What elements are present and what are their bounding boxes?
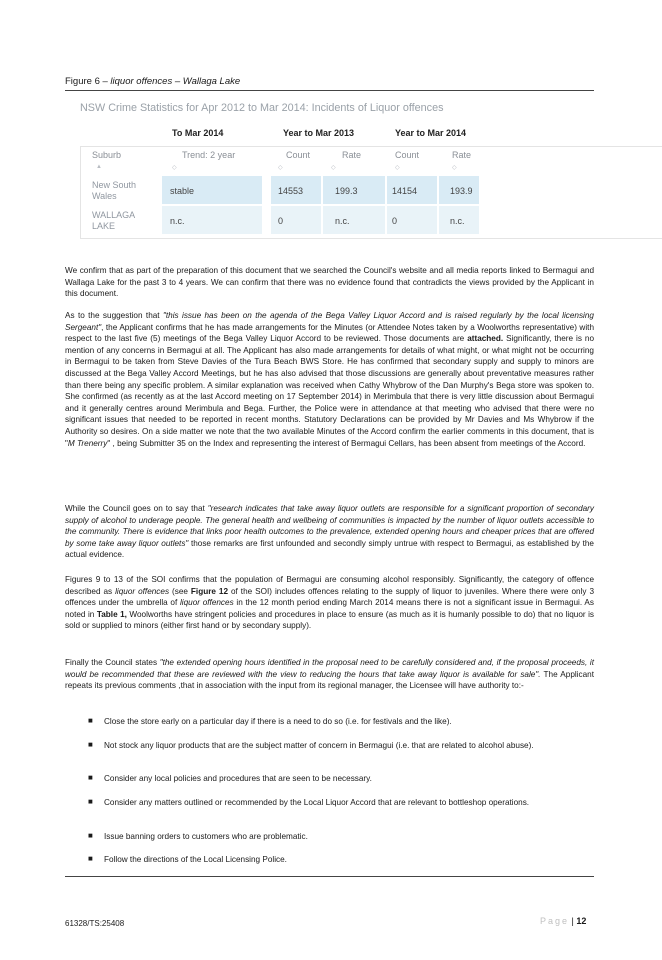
page-indicator: Page | 12 xyxy=(540,916,586,926)
cell-rate-2013: 199.3 xyxy=(335,186,358,196)
row-highlight xyxy=(387,206,437,234)
sort-arrow-icon[interactable]: ◇ xyxy=(172,165,177,171)
row-highlight xyxy=(323,176,385,204)
bullet-square-icon: ■ xyxy=(88,773,93,782)
cell-trend: stable xyxy=(170,186,195,196)
group-header-year-2013: Year to Mar 2013 xyxy=(283,128,355,138)
row-highlight xyxy=(271,176,321,204)
cell-count-2014: 0 xyxy=(392,216,398,226)
sub-header-suburb[interactable]: Suburb xyxy=(92,150,122,160)
bullet-square-icon: ■ xyxy=(88,854,93,863)
cell-rate-2013: n.c. xyxy=(335,216,350,226)
sort-arrow-icon[interactable]: ◇ xyxy=(278,165,283,171)
sort-arrow-icon[interactable]: ◇ xyxy=(452,165,457,171)
sort-arrow-icon[interactable]: ▲ xyxy=(96,164,102,170)
paragraph-council-research: While the Council goes on to say that "r… xyxy=(65,504,594,560)
list-item: Follow the directions of the Local Licen… xyxy=(104,855,287,864)
sub-header-count-2013[interactable]: Count xyxy=(286,150,311,160)
row-highlight xyxy=(271,206,321,234)
cell-trend: n.c. xyxy=(170,216,185,226)
cell-count-2014: 14154 xyxy=(392,186,418,196)
cell-suburb: WALLAGA LAKE xyxy=(92,210,135,231)
cell-suburb: New South Wales xyxy=(92,180,137,201)
sub-header-trend[interactable]: Trend: 2 year xyxy=(182,150,236,160)
sub-header-count-2014[interactable]: Count xyxy=(395,150,420,160)
embedded-table-title: NSW Crime Statistics for Apr 2012 to Mar… xyxy=(80,102,444,114)
cell-count-2013: 0 xyxy=(278,216,284,226)
page-word: Page xyxy=(540,916,570,926)
list-item: Issue banning orders to customers who ar… xyxy=(104,832,308,841)
sub-header-rate-2014[interactable]: Rate xyxy=(452,150,472,160)
bullet-square-icon: ■ xyxy=(88,831,93,840)
page-separator: | xyxy=(571,916,574,926)
row-highlight xyxy=(162,176,262,204)
figure-title-text: liquor offences – Wallaga Lake xyxy=(110,76,241,87)
row-highlight xyxy=(387,176,437,204)
sort-arrow-icon[interactable]: ◇ xyxy=(395,165,400,171)
bullet-square-icon: ■ xyxy=(88,740,93,749)
group-header-to-mar-2014: To Mar 2014 xyxy=(172,128,224,138)
row-highlight xyxy=(439,206,479,234)
row-highlight xyxy=(162,206,262,234)
list-item: Consider any local policies and procedur… xyxy=(104,774,372,783)
paragraph-extended-hours: Finally the Council states "the extended… xyxy=(65,658,594,691)
cell-rate-2014: 193.9 xyxy=(450,186,473,196)
page-number: 12 xyxy=(576,916,587,926)
cell-rate-2014: n.c. xyxy=(450,216,465,226)
caption-rule xyxy=(65,90,594,91)
list-item: Close the store early on a particular da… xyxy=(104,717,452,726)
figure-caption: Figure 6 – liquor offences – Wallaga Lak… xyxy=(65,76,240,87)
list-item: Consider any matters outlined or recomme… xyxy=(104,798,530,807)
bullet-square-icon: ■ xyxy=(88,716,93,725)
row-highlight xyxy=(323,206,385,234)
embedded-table-box xyxy=(80,146,662,239)
paragraph-search-confirmation: We confirm that as part of the preparati… xyxy=(65,266,594,299)
cell-count-2013: 14553 xyxy=(278,186,304,196)
group-header-year-2014: Year to Mar 2014 xyxy=(395,128,467,138)
paragraph-liquor-accord: As to the suggestion that "this issue ha… xyxy=(65,311,594,448)
list-item: Not stock any liquor products that are t… xyxy=(104,741,534,750)
bottom-rule xyxy=(65,876,594,877)
paragraph-soi-figures: Figures 9 to 13 of the SOI confirms that… xyxy=(65,575,594,631)
row-highlight xyxy=(439,176,479,204)
sub-header-rate-2013[interactable]: Rate xyxy=(342,150,362,160)
bullet-square-icon: ■ xyxy=(88,797,93,806)
figure-label: Figure 6 – xyxy=(65,76,111,87)
sort-arrow-icon[interactable]: ◇ xyxy=(331,165,336,171)
document-reference: 61328/TS:25408 xyxy=(65,919,125,928)
